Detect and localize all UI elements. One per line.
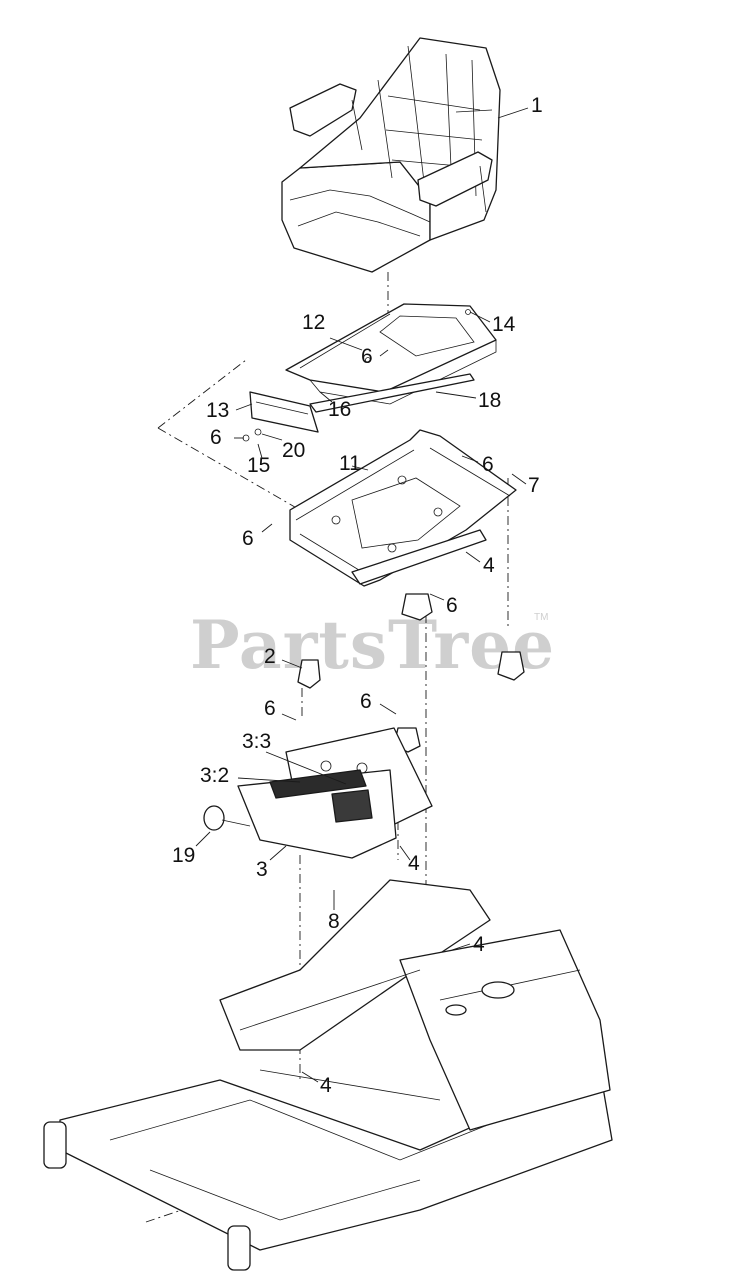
callout-14: 14 xyxy=(492,313,516,336)
leader-lines xyxy=(195,107,529,1083)
callout-12: 12 xyxy=(302,311,325,334)
callout-6-isolator: 6 xyxy=(446,594,458,617)
callout-8: 8 xyxy=(328,910,340,933)
seat-cover-plate xyxy=(203,727,433,859)
callout-13: 13 xyxy=(206,399,229,422)
callout-1: 1 xyxy=(531,94,543,117)
callout-4-bottom: 4 xyxy=(320,1074,332,1097)
watermark-text: PartsTree xyxy=(190,606,555,684)
mower-frame xyxy=(43,879,613,1271)
callout-7: 7 xyxy=(528,474,540,497)
callout-16: 16 xyxy=(328,398,351,421)
callout-19: 19 xyxy=(172,844,195,867)
seat xyxy=(281,37,501,273)
callout-6-bracket: 6 xyxy=(210,426,222,449)
callout-3-3: 3:3 xyxy=(242,730,271,753)
callout-11: 11 xyxy=(339,452,361,475)
callout-6-left: 6 xyxy=(242,527,254,550)
watermark-trademark: TM xyxy=(534,612,548,623)
callout-3-2: 3:2 xyxy=(200,764,229,787)
isolator-mounts xyxy=(297,593,525,753)
callout-2: 2 xyxy=(264,645,276,668)
callout-18: 18 xyxy=(478,389,501,412)
watermark: PartsTree TM xyxy=(190,606,555,684)
callout-6-right: 6 xyxy=(482,453,494,476)
callout-4-cover: 4 xyxy=(408,852,420,875)
callout-labels: 1 12 14 6 16 18 13 6 20 15 11 6 7 6 4 6 … xyxy=(172,94,543,1097)
slide-plate xyxy=(285,303,497,413)
callout-6-slide-plate: 6 xyxy=(361,345,373,368)
callout-6-cover-left: 6 xyxy=(264,697,276,720)
callout-3: 3 xyxy=(256,858,268,881)
seat-base xyxy=(289,429,517,587)
callout-15: 15 xyxy=(247,454,270,477)
callout-4-seat-base: 4 xyxy=(483,554,495,577)
callout-20: 20 xyxy=(282,439,305,462)
callout-6-cover-right: 6 xyxy=(360,690,372,713)
callout-4-frame: 4 xyxy=(473,933,485,956)
seat-bracket xyxy=(242,391,319,442)
